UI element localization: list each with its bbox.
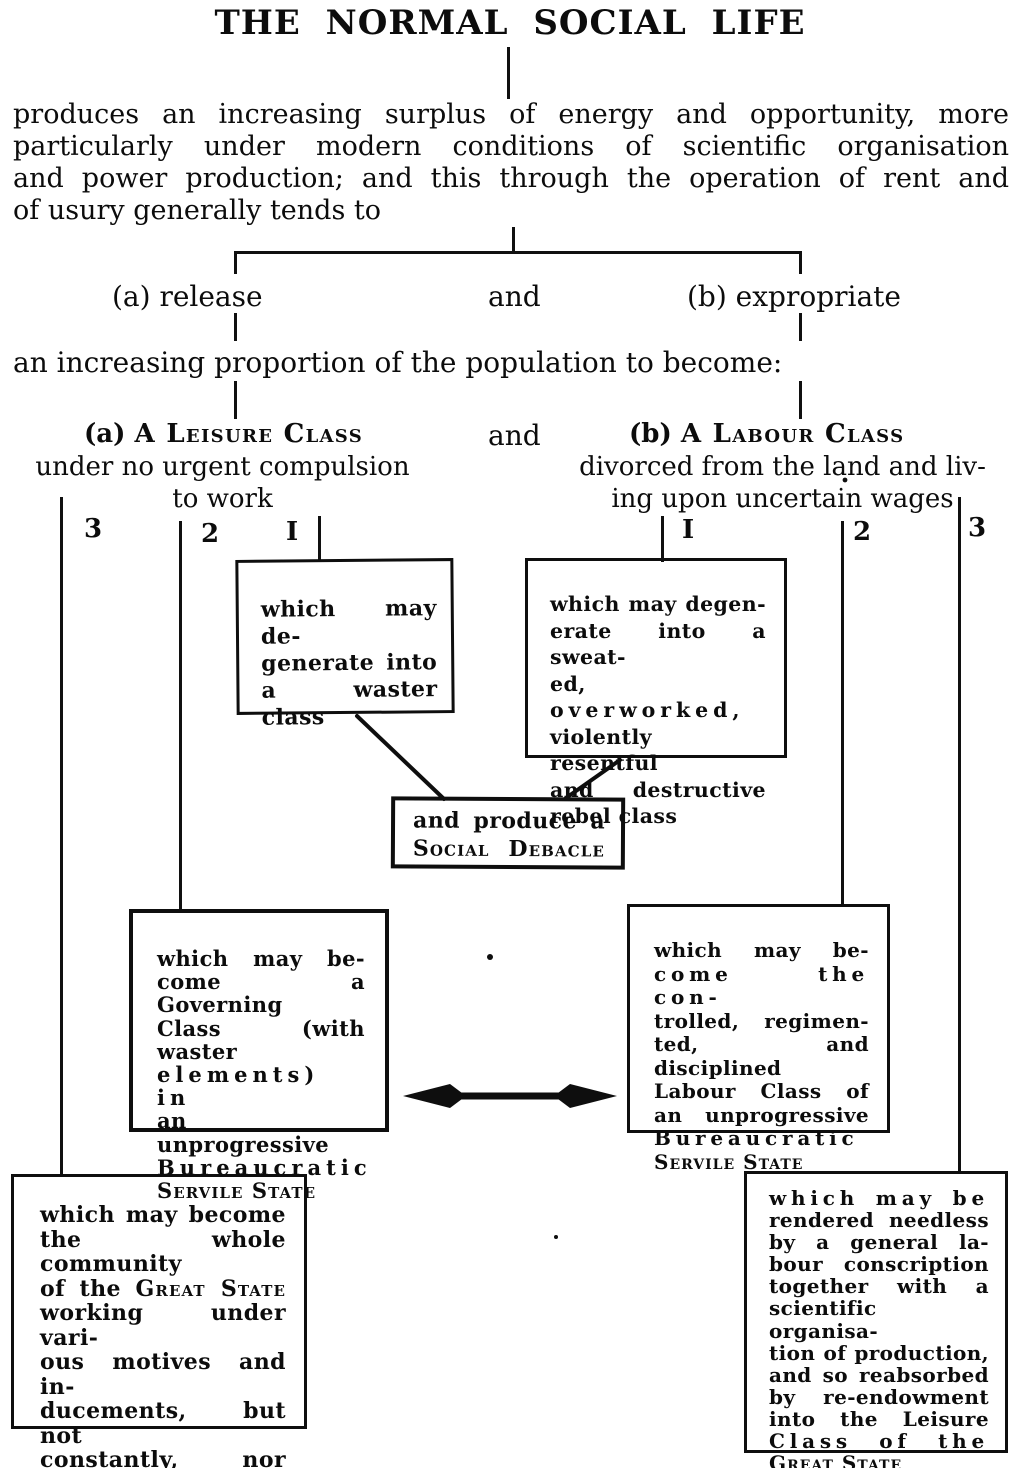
ink-speck [554, 1235, 558, 1239]
track-line-right-3 [958, 497, 961, 1173]
leisure-class-subtitle-2: to work [172, 484, 273, 514]
connector-expropriate-lower [799, 381, 802, 419]
bracket-left-drop [234, 251, 237, 274]
track-line-right-2 [841, 521, 844, 907]
population-line: an increasing proportion of the populati… [13, 346, 783, 379]
box-rebel-class: which may degen-erate into a sweat-ed, o… [525, 558, 787, 828]
labour-class-subtitle-1: divorced from the land and liv- [579, 452, 986, 482]
track-number-right-1: I [682, 515, 695, 545]
bracket-top [234, 251, 802, 254]
track-number-right-2: 2 [853, 517, 872, 547]
connector-title-stem [507, 47, 510, 99]
connector-expropriate-upper [799, 313, 802, 341]
labour-class-header: (b) A Labour Class [629, 419, 905, 449]
page-title: THE NORMAL SOCIAL LIFE [214, 3, 806, 43]
track-line-left-3 [60, 497, 63, 1176]
track-number-right-3: 3 [968, 513, 987, 543]
intro-paragraph: produces an increasing surplus of energy… [13, 99, 1009, 226]
branch-and-label: and [488, 280, 541, 313]
double-arrow-connector [403, 1084, 617, 1108]
track-line-left-2 [179, 521, 182, 911]
bracket-right-drop [799, 251, 802, 274]
leisure-class-subtitle-1: under no urgent compulsion [35, 452, 410, 482]
connector-release-lower [234, 381, 237, 419]
labour-class-subtitle-2: ing upon uncertain wages [611, 484, 954, 514]
track-number-left-1: I [286, 517, 299, 547]
track-line-left-1 [318, 516, 321, 562]
track-number-left-2: 2 [201, 519, 220, 549]
box-servile-state-labour: which may be-come the con-trolled, regim… [627, 904, 890, 1173]
ink-speck [487, 954, 493, 960]
connector-tends-stem [512, 227, 515, 253]
branch-expropriate-label: (b) expropriate [687, 280, 901, 313]
leisure-class-header: (a) A Leisure Class [84, 419, 364, 449]
connector-release-upper [234, 313, 237, 341]
branch-release-label: (a) release [112, 280, 263, 313]
track-number-left-3: 3 [84, 514, 103, 544]
track-line-right-1 [661, 516, 664, 562]
classes-and-label: and [488, 419, 541, 452]
